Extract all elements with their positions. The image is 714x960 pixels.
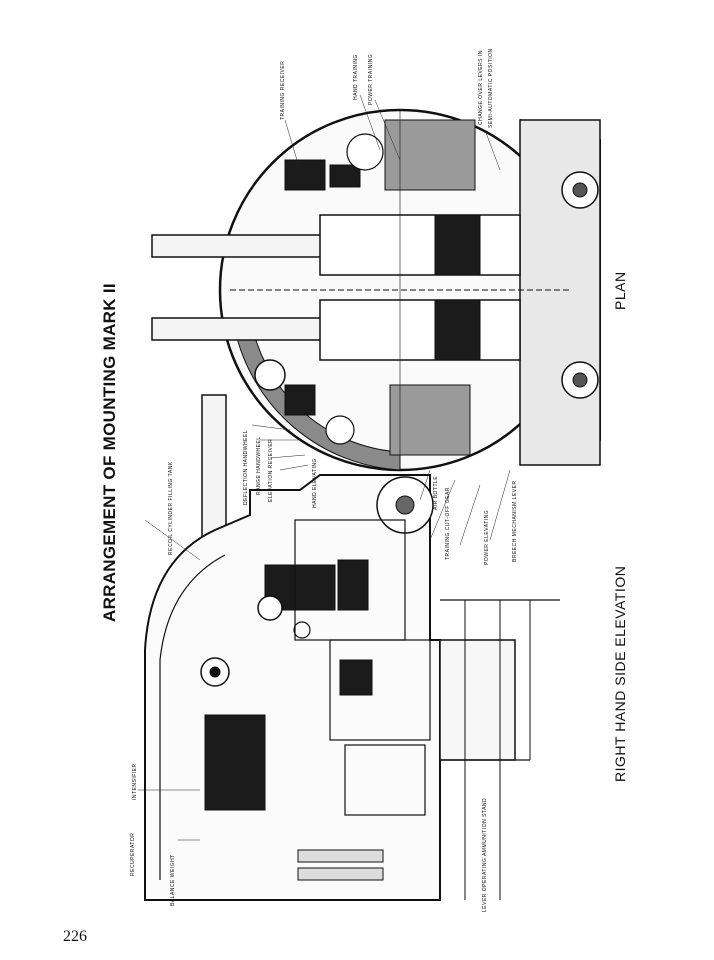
- label-range-handwheel: RANGE HANDWHEEL: [256, 436, 262, 495]
- elevation-breech: [204, 714, 266, 811]
- label-change-over-levers-line2: SEMI-AUTOMATIC POSITION: [488, 48, 494, 128]
- plan-barrel-upper: [151, 234, 323, 258]
- label-balance-weight: BALANCE WEIGHT: [170, 854, 176, 906]
- label-hand-training: HAND TRAINING: [353, 54, 359, 100]
- label-intensifier: INTENSIFIER: [132, 763, 138, 800]
- plan-cradle-upper: [319, 214, 521, 276]
- elevation-gunhouse: [144, 474, 441, 901]
- label-recuperator: RECUPERATOR: [130, 832, 136, 876]
- label-training-receiver: TRAINING RECEIVER: [280, 60, 286, 120]
- plan-training-gear: [284, 159, 326, 191]
- plan-elevating-gear: [284, 384, 316, 416]
- label-change-over-levers-line1: CHANGE OVER LEVERS IN: [478, 50, 484, 125]
- label-power-training: POWER TRAINING: [368, 53, 374, 105]
- label-training-cut-off-gear: TRAINING CUT-OFF GEAR: [445, 487, 451, 560]
- label-elevation-receiver: ELEVATION RECEIVER: [268, 438, 274, 502]
- plan-breech-lower: [434, 299, 481, 361]
- elevation-caption: RIGHT HAND SIDE ELEVATION: [612, 565, 628, 782]
- label-hand-elevating: HAND ELEVATING: [312, 458, 318, 508]
- plan-barrel-lower: [151, 317, 323, 341]
- plan-view: [151, 108, 601, 472]
- plan-rear-housing: [519, 119, 601, 466]
- leader-lines: [138, 94, 511, 841]
- label-breech-mechanism-lever: BREECH MECHANISM LEVER: [512, 480, 518, 562]
- label-recoil-cylinder-filling-tank: RECOIL CYLINDER FILLING TANK: [168, 461, 174, 555]
- label-air-bottle: AIR BOTTLE: [433, 475, 439, 510]
- plan-breech-upper: [434, 214, 481, 276]
- page-number: 226: [63, 928, 87, 945]
- label-lever-operating-ammunition-stand: LEVER OPERATING AMMUNITION STAND: [482, 797, 488, 912]
- plan-caption: PLAN: [612, 271, 628, 310]
- elevation-trunk: [439, 639, 516, 761]
- elevation-view: [144, 394, 560, 901]
- plan-cradle-lower: [319, 299, 521, 361]
- label-power-elevating: POWER ELEVATING: [484, 509, 490, 565]
- page-title: ARRANGEMENT OF MOUNTING MARK II: [100, 283, 119, 622]
- label-deflection-handwheel: DEFLECTION HANDWHEEL: [243, 429, 249, 505]
